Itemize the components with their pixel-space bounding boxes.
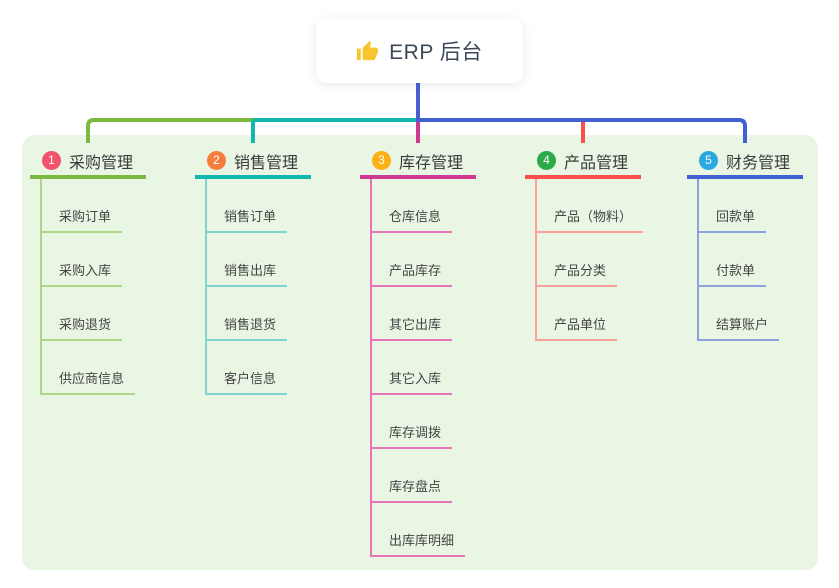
branch-title-procurement[interactable]: 1 采购管理 [30, 146, 146, 179]
branch-children: 仓库信息 产品库存 其它出库 其它入库 库存调拨 库存盘点 出库库明细 [370, 179, 466, 557]
branch-children: 销售订单 销售出库 销售退货 客户信息 [205, 179, 288, 395]
branch-procurement: 1 采购管理 采购订单 采购入库 采购退货 供应商信息 [30, 146, 146, 395]
child-node[interactable]: 客户信息 [207, 341, 288, 395]
child-node[interactable]: 库存盘点 [372, 449, 453, 503]
branch-title-label: 产品管理 [564, 154, 629, 172]
child-node[interactable]: 仓库信息 [372, 179, 453, 233]
child-node[interactable]: 采购订单 [42, 179, 123, 233]
child-node[interactable]: 销售出库 [207, 233, 288, 287]
branch-title-label: 销售管理 [234, 154, 299, 172]
branch-inventory: 3 库存管理 仓库信息 产品库存 其它出库 其它入库 库存调拨 库存盘点 出库库… [360, 146, 476, 557]
child-node[interactable]: 采购入库 [42, 233, 123, 287]
child-node[interactable]: 供应商信息 [42, 341, 136, 395]
branch-finance: 5 财务管理 回款单 付款单 结算账户 [687, 146, 803, 341]
child-node[interactable]: 采购退货 [42, 287, 123, 341]
branch-children: 回款单 付款单 结算账户 [697, 179, 780, 341]
child-node[interactable]: 产品分类 [537, 233, 618, 287]
branch-title-label: 财务管理 [726, 154, 791, 172]
child-node[interactable]: 其它出库 [372, 287, 453, 341]
branch-number-badge: 5 [699, 151, 718, 170]
branch-children: 采购订单 采购入库 采购退货 供应商信息 [40, 179, 136, 395]
child-node[interactable]: 库存调拨 [372, 395, 453, 449]
branch-number-badge: 4 [537, 151, 556, 170]
child-node[interactable]: 其它入库 [372, 341, 453, 395]
child-node[interactable]: 出库库明细 [372, 503, 466, 557]
child-node[interactable]: 回款单 [699, 179, 767, 233]
branch-number-badge: 2 [207, 151, 226, 170]
branch-number-badge: 1 [42, 151, 61, 170]
branch-title-label: 库存管理 [399, 154, 464, 172]
child-node[interactable]: 销售退货 [207, 287, 288, 341]
branch-number-badge: 3 [372, 151, 391, 170]
branch-title-label: 采购管理 [69, 154, 134, 172]
child-node[interactable]: 付款单 [699, 233, 767, 287]
branch-product: 4 产品管理 产品（物料） 产品分类 产品单位 [525, 146, 644, 341]
branch-title-sales[interactable]: 2 销售管理 [195, 146, 311, 179]
root-node[interactable]: ERP 后台 [316, 19, 523, 83]
child-node[interactable]: 销售订单 [207, 179, 288, 233]
branch-title-finance[interactable]: 5 财务管理 [687, 146, 803, 179]
branch-children: 产品（物料） 产品分类 产品单位 [535, 179, 644, 341]
canvas-panel [22, 135, 818, 570]
child-node[interactable]: 产品单位 [537, 287, 618, 341]
branch-sales: 2 销售管理 销售订单 销售出库 销售退货 客户信息 [195, 146, 311, 395]
root-node-label: ERP 后台 [389, 41, 483, 64]
child-node[interactable]: 产品库存 [372, 233, 453, 287]
child-node[interactable]: 结算账户 [699, 287, 780, 341]
branch-title-inventory[interactable]: 3 库存管理 [360, 146, 476, 179]
child-node[interactable]: 产品（物料） [537, 179, 644, 233]
thumbs-up-icon [356, 40, 379, 63]
branch-title-product[interactable]: 4 产品管理 [525, 146, 641, 179]
